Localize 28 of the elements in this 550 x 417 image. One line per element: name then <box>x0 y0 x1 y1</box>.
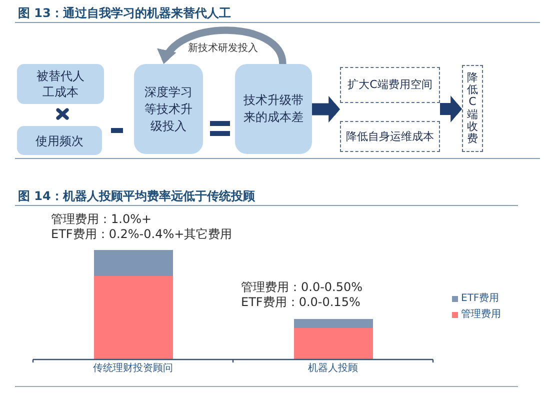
node-label: 降低自身运维成本 <box>346 130 434 144</box>
rounded-box <box>17 126 102 155</box>
node-label: 扩大C端费用空间 <box>348 78 432 92</box>
block-arrow <box>312 96 340 123</box>
rounded-box <box>235 64 312 154</box>
figure-title: 图 14：机器人投顾平均费率远低于传统投顾 <box>18 189 255 204</box>
dashed-box <box>462 65 483 152</box>
fee-note: 管理费用：1.0%+ <box>51 212 152 227</box>
node-label: 深度学习等技术升级投入 <box>144 84 194 134</box>
block-arrow <box>440 96 462 122</box>
rounded-box <box>17 64 104 104</box>
figure-title: 图 13：通过自我学习的机器来替代人工 <box>18 5 231 21</box>
fee-note: ETF费用：0.0-0.15% <box>241 295 360 310</box>
node-label: 技术升级带来的成本差 <box>242 92 304 126</box>
curved-arrow <box>160 26 286 66</box>
legend-label: 管理费用 <box>461 309 501 321</box>
legend-label: ETF费用 <box>461 293 500 305</box>
edge-label: 新技术研发投入 <box>188 43 258 55</box>
node-label: 被替代人工成本 <box>36 68 86 100</box>
category-label: 机器人投顾 <box>308 363 358 375</box>
fee-note: 管理费用：0.0-0.50% <box>241 280 363 295</box>
category-label: 传统理财投资顾问 <box>93 363 173 375</box>
node-label: 使用频次 <box>36 132 84 148</box>
fee-note: ETF费用：0.2%-0.4%+其它费用 <box>51 227 232 242</box>
dashed-box <box>340 121 440 152</box>
dashed-box <box>340 67 440 103</box>
rounded-box <box>134 64 203 154</box>
node-label: 降低C端收费 <box>467 72 478 145</box>
